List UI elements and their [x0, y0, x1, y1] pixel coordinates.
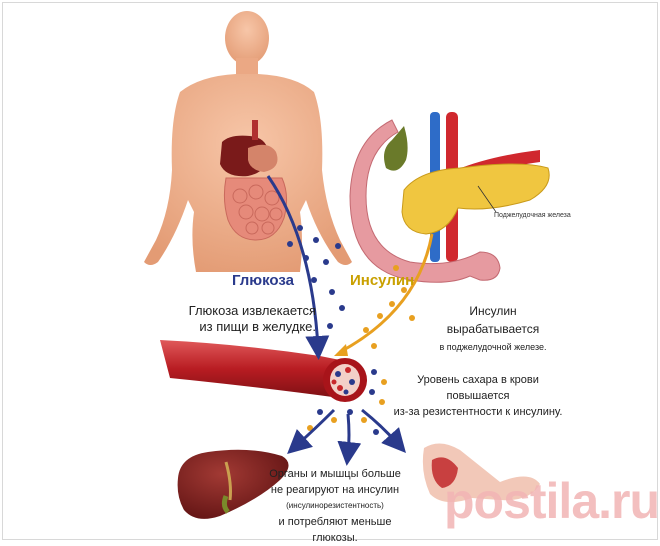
insulin-dots — [363, 265, 415, 349]
insulin-description-line-2: в поджелудочной железе. — [439, 342, 547, 352]
organs-description: Органы и мышцы больше не реагируют на ин… — [256, 466, 414, 546]
image-frame — [2, 2, 658, 540]
glucose-description-line-1: Глюкоза извлекается — [188, 303, 316, 318]
muscle-tissue — [422, 443, 540, 503]
insulin-description: Инсулин вырабатывается в поджелудочной ж… — [428, 302, 558, 356]
watermark-logo: postila.ru — [444, 473, 660, 529]
insulin-label: Инсулин — [350, 272, 415, 289]
released-dots — [307, 369, 387, 435]
organs-description-line-2: не реагируют на инсулин — [270, 484, 400, 496]
insulin-description-line-1: Инсулин вырабатывается — [446, 304, 540, 336]
distribution-arrows — [287, 408, 406, 466]
glucose-arrow — [266, 175, 330, 360]
blood-vessel — [160, 340, 367, 402]
sugar-description-line-2: из-за резистентности к инсулину. — [393, 406, 563, 418]
organs-description-line-3: (инсулинорезистентность) — [286, 501, 384, 510]
insulin-arrowhead — [334, 344, 348, 356]
glucose-dots — [287, 225, 345, 329]
vessel-particles — [331, 367, 355, 395]
insulin-arrow — [339, 233, 434, 354]
glucose-label: Глюкоза — [232, 272, 294, 289]
pancreas-illustration — [349, 112, 550, 283]
glucose-description-line-2: из пищи в желудке. — [199, 319, 316, 334]
human-body-figure — [144, 11, 352, 272]
pancreas-label: Поджелудочная железа — [494, 212, 571, 219]
organs-description-line-1: Органы и мышцы больше — [269, 468, 401, 480]
sugar-description: Уровень сахара в крови повышается из-за … — [392, 372, 564, 420]
sugar-description-line-1: Уровень сахара в крови повышается — [417, 374, 539, 402]
liver-organ — [177, 449, 289, 519]
glucose-description: Глюкоза извлекается из пищи в желудке. — [174, 303, 316, 335]
organs-description-line-4: и потребляют меньше глюкозы. — [278, 516, 392, 544]
